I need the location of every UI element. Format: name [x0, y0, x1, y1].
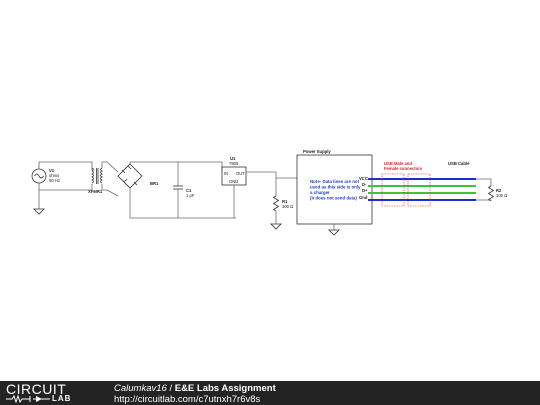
ground-symbol-v1 — [33, 208, 45, 215]
bridge-ref: BR1 — [150, 181, 159, 186]
note-line-1: Note- Data lines are not — [310, 179, 360, 184]
wire-r2-top — [476, 178, 492, 186]
transformer-ref: XFMR1 — [88, 189, 103, 194]
wire-bridge-out — [129, 161, 179, 186]
wire-r2-bottom — [476, 199, 492, 201]
usb-connector-note-1: USB Male and — [384, 161, 412, 166]
circuit-title-line: Calumkav16 / E&E Labs Assignment — [114, 383, 276, 394]
logo-wordmark-top: CIRCUIT — [6, 381, 67, 397]
wire-v1-bottom — [39, 184, 93, 191]
wire-u1-out — [246, 171, 297, 179]
power-supply-block[interactable] — [296, 154, 373, 225]
circuitlab-logo[interactable]: CIRCUIT LAB — [6, 382, 98, 404]
u1-pin-out: OUT — [236, 171, 245, 176]
circuit-url-link[interactable]: http://circuitlab.com/c7utnxh7r6v8s — [114, 394, 261, 405]
resistor-r2[interactable] — [487, 185, 495, 202]
wire-xfmr-bottom — [101, 184, 119, 197]
footer-bar: CIRCUIT LAB Calumkav16 / E&E Labs Assign… — [0, 381, 540, 405]
transformer[interactable] — [91, 167, 103, 184]
author-link[interactable]: Calumkav16 — [114, 383, 167, 394]
note-line-3: a charger — [310, 190, 330, 195]
ac-voltage-source[interactable] — [31, 168, 47, 184]
note-line-2: used as this side is only — [310, 185, 361, 190]
schematic-canvas: V1 ohms 50 Hz XFMR1 BR1 C1 1 pF U1 7805 … — [31, 149, 507, 236]
title-separator: / — [166, 383, 175, 394]
logo-wave-icon — [6, 395, 50, 403]
logo-wordmark-bottom: LAB — [52, 394, 72, 403]
wire-v1-top — [38, 161, 93, 170]
c1-value: 1 pF — [186, 193, 195, 198]
wire-bridge-return — [129, 188, 236, 219]
r1-value: 100 Ω — [282, 204, 293, 209]
v1-frequency: 50 Hz — [49, 178, 60, 183]
usb-male-connector[interactable] — [381, 173, 405, 207]
r1-ref: R1 — [282, 199, 288, 204]
u1-ref: U1 — [230, 156, 236, 161]
bridge-rectifier[interactable] — [117, 163, 143, 189]
ground-symbol-ps — [328, 229, 340, 236]
pin-dplus-label: D+ — [362, 188, 368, 193]
u1-pin-in: IN — [224, 171, 228, 176]
wire-u1-in — [178, 161, 223, 172]
pin-vcc-label: VCC — [359, 176, 368, 181]
wire-xfmr-top — [101, 161, 119, 173]
ground-symbol-r1 — [270, 223, 282, 230]
pin-dminus-label: D- — [362, 182, 367, 187]
r2-ref: R2 — [496, 188, 502, 193]
note-line-4: (it does not send data) — [310, 196, 357, 201]
power-supply-label: Power Supply — [303, 149, 331, 154]
capacitor-c1[interactable] — [173, 185, 183, 190]
r2-value: 100 Ω — [496, 193, 507, 198]
c1-ref: C1 — [186, 188, 192, 193]
usb-female-connector[interactable] — [407, 173, 431, 207]
resistor-r1[interactable] — [272, 195, 280, 212]
v1-ref: V1 — [49, 168, 55, 173]
v1-amplitude: ohms — [49, 173, 59, 178]
u1-part: 7805 — [229, 161, 239, 166]
circuit-title: E&E Labs Assignment — [174, 383, 276, 394]
usb-cable-label: USB Cable — [448, 161, 470, 166]
u1-pin-gnd: GND — [229, 179, 238, 184]
pin-gnd-label: Gnd — [359, 195, 368, 200]
usb-connector-note-2: Female connectors — [384, 166, 423, 171]
